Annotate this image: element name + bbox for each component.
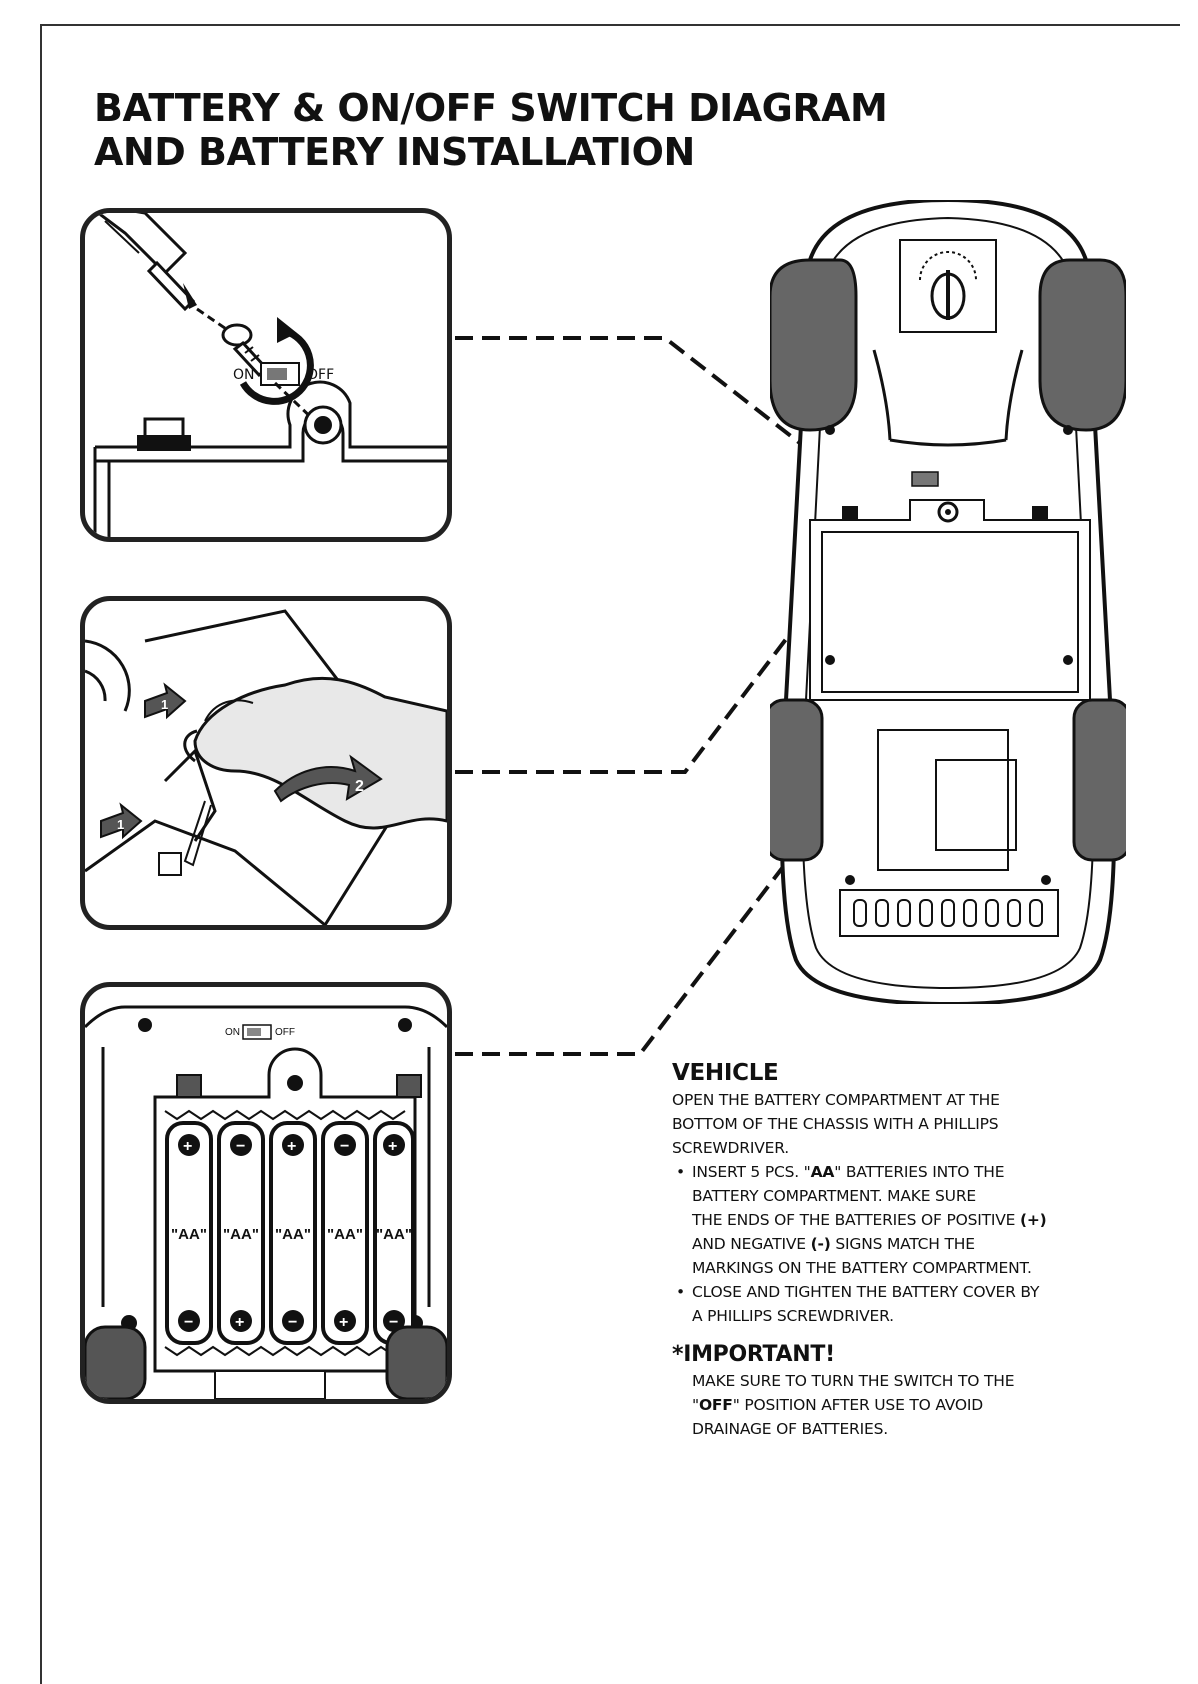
wheel-left-icon (85, 1325, 147, 1399)
vehicle-heading: VEHICLE (672, 1060, 779, 1086)
step-1-number-upper: 1 (161, 697, 168, 712)
battery-compartment-panel: ON OFF + − "AA" − + "AA" + − " (80, 982, 452, 1404)
bullet-2-line-2: A PHILLIPS SCREWDRIVER. (692, 1307, 894, 1325)
battery-cover-latch (137, 435, 191, 451)
important-line-2-pre: " (692, 1396, 699, 1414)
bullet-1-line-1-pre: INSERT 5 PCS. " (692, 1163, 811, 1181)
on-off-switch: ON OFF (233, 362, 334, 386)
bullet-1-line-3-bold: (+) (1019, 1211, 1047, 1229)
vehicle-instructions: VEHICLE OPEN THE BATTERY COMPARTMENT AT … (672, 1060, 1142, 1441)
bullet-1-line-1: INSERT 5 PCS. "AA" BATTERIES INTO THE (692, 1160, 1142, 1184)
rear-vent-grille (839, 889, 1059, 937)
important-line-2: "OFF" POSITION AFTER USE TO AVOID (692, 1393, 1142, 1417)
battery-2-label: "AA" (223, 1226, 259, 1243)
screwdriver-icon (95, 213, 197, 312)
bullet-1-line-4-post: SIGNS MATCH THE (830, 1235, 975, 1253)
important-notice: MAKE SURE TO TURN THE SWITCH TO THE "OFF… (672, 1369, 1142, 1441)
battery-3: + − "AA" (269, 1121, 317, 1345)
svg-text:+: + (287, 1138, 296, 1155)
instruction-bullet-2: • CLOSE AND TIGHTEN THE BATTERY COVER BY… (672, 1280, 1142, 1328)
svg-text:+: + (388, 1138, 397, 1155)
vehicle-underside-illustration (770, 200, 1126, 1004)
important-line-1: MAKE SURE TO TURN THE SWITCH TO THE (692, 1372, 1015, 1390)
bullet-1-line-2: BATTERY COMPARTMENT. MAKE SURE (692, 1187, 976, 1205)
page-title-line-2: AND BATTERY INSTALLATION (94, 130, 695, 174)
bullet-1-line-3-pre: THE ENDS OF THE BATTERIES OF POSITIVE (692, 1211, 1020, 1229)
important-heading: *IMPORTANT! (672, 1342, 835, 1367)
step-1-number-lower: 1 (117, 817, 124, 832)
switch-on-label: ON (233, 367, 255, 383)
switch-off-label-small: OFF (275, 1027, 295, 1038)
bullet-dot: • (676, 1163, 685, 1181)
battery-4-label: "AA" (327, 1226, 363, 1243)
vehicle-intro-line-1: OPEN THE BATTERY COMPARTMENT AT THE (672, 1091, 1000, 1109)
front-left-wheel-icon (770, 258, 858, 432)
bullet-1-line-4-bold: (-) (810, 1235, 831, 1253)
bullet-1-line-3: THE ENDS OF THE BATTERIES OF POSITIVE (+… (692, 1208, 1142, 1232)
page-title-line-1: BATTERY & ON/OFF SWITCH DIAGRAM (94, 86, 888, 130)
battery-2: − + "AA" (217, 1121, 265, 1345)
switch-on-label-small: ON (225, 1027, 240, 1038)
screw-icon (221, 323, 270, 378)
front-right-wheel-icon (1038, 258, 1126, 432)
bullet-1-line-4-pre: AND NEGATIVE (692, 1235, 811, 1253)
svg-text:−: − (340, 1138, 349, 1155)
bullet-1-line-1-post: " BATTERIES INTO THE (834, 1163, 1005, 1181)
rear-left-wheel-icon (770, 698, 824, 862)
steering-trim-dial (899, 239, 997, 333)
battery-4: − + "AA" (321, 1121, 369, 1345)
svg-text:−: − (236, 1138, 245, 1155)
cover-removal-illustration: 2 1 1 (85, 609, 447, 925)
svg-text:+: + (183, 1138, 192, 1155)
svg-text:−: − (288, 1314, 297, 1331)
vehicle-intro-line-2: BOTTOM OF THE CHASSIS WITH A PHILLIPS (672, 1115, 999, 1133)
svg-text:+: + (235, 1314, 244, 1331)
screw-detail-illustration: ON OFF (93, 213, 447, 537)
page-border-left (40, 24, 42, 1684)
rear-right-wheel-icon (1072, 698, 1126, 862)
page-title: BATTERY & ON/OFF SWITCH DIAGRAM AND BATT… (94, 86, 888, 174)
cover-removal-panel: 2 1 1 (80, 596, 452, 930)
step-2-number: 2 (355, 778, 364, 795)
important-line-2-post: " POSITION AFTER USE TO AVOID (732, 1396, 984, 1414)
press-arrow-icon-lower (100, 802, 143, 840)
important-line-2-bold: OFF (698, 1396, 733, 1414)
battery-3-label: "AA" (275, 1226, 311, 1243)
slide-arrow-icon (273, 754, 383, 803)
battery-1: + − "AA" (165, 1121, 213, 1345)
screw-detail-panel: ON OFF (80, 208, 452, 542)
battery-1-label: "AA" (171, 1226, 207, 1243)
battery-compartment-illustration: ON OFF + − "AA" − + "AA" + − " (85, 1005, 447, 1399)
important-line-3: DRAINAGE OF BATTERIES. (692, 1420, 888, 1438)
wheel-right-icon (385, 1325, 447, 1399)
page-border-top (40, 24, 1180, 26)
vehicle-intro-line-3: SCREWDRIVER. (672, 1139, 789, 1157)
finger-icon (193, 676, 447, 830)
svg-text:−: − (184, 1314, 193, 1331)
instruction-bullet-1: • INSERT 5 PCS. "AA" BATTERIES INTO THE … (672, 1160, 1142, 1280)
bullet-1-line-4: AND NEGATIVE (-) SIGNS MATCH THE (692, 1232, 1142, 1256)
svg-text:−: − (389, 1314, 398, 1331)
on-off-switch-small: ON OFF (225, 1024, 295, 1040)
svg-text:+: + (339, 1314, 348, 1331)
battery-5-label: "AA" (376, 1226, 412, 1243)
battery-5: + − "AA" (373, 1121, 415, 1345)
bullet-1-line-5: MARKINGS ON THE BATTERY COMPARTMENT. (692, 1259, 1032, 1277)
bullet-1-line-1-bold: AA (810, 1163, 835, 1181)
bullet-2-line-1: CLOSE AND TIGHTEN THE BATTERY COVER BY (692, 1283, 1040, 1301)
bullet-dot: • (676, 1283, 685, 1301)
switch-off-label: OFF (307, 367, 334, 383)
press-arrow-icon-upper (144, 682, 187, 720)
screw-path-line (196, 307, 236, 337)
